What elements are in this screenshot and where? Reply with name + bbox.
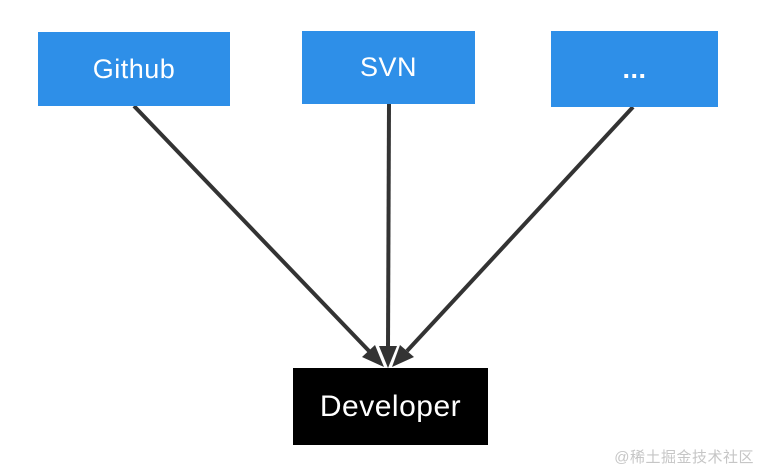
edge-svn-developer	[379, 103, 397, 368]
node-others: ...	[551, 31, 718, 107]
watermark: @稀土掘金技术社区	[614, 449, 754, 466]
node-others-label: ...	[622, 53, 647, 84]
edge-others-developer	[392, 105, 635, 367]
arrowhead-icon	[392, 345, 414, 367]
node-github-label: Github	[92, 53, 176, 84]
node-developer-label: Developer	[319, 389, 462, 423]
edge-github-developer	[132, 104, 384, 367]
node-svn: SVN	[302, 31, 475, 104]
node-svn-label: SVN	[359, 52, 418, 82]
node-github: Github	[38, 32, 230, 106]
arrowhead-icon	[362, 345, 384, 367]
node-developer: Developer	[293, 368, 488, 445]
arrowhead-icon	[379, 346, 397, 368]
